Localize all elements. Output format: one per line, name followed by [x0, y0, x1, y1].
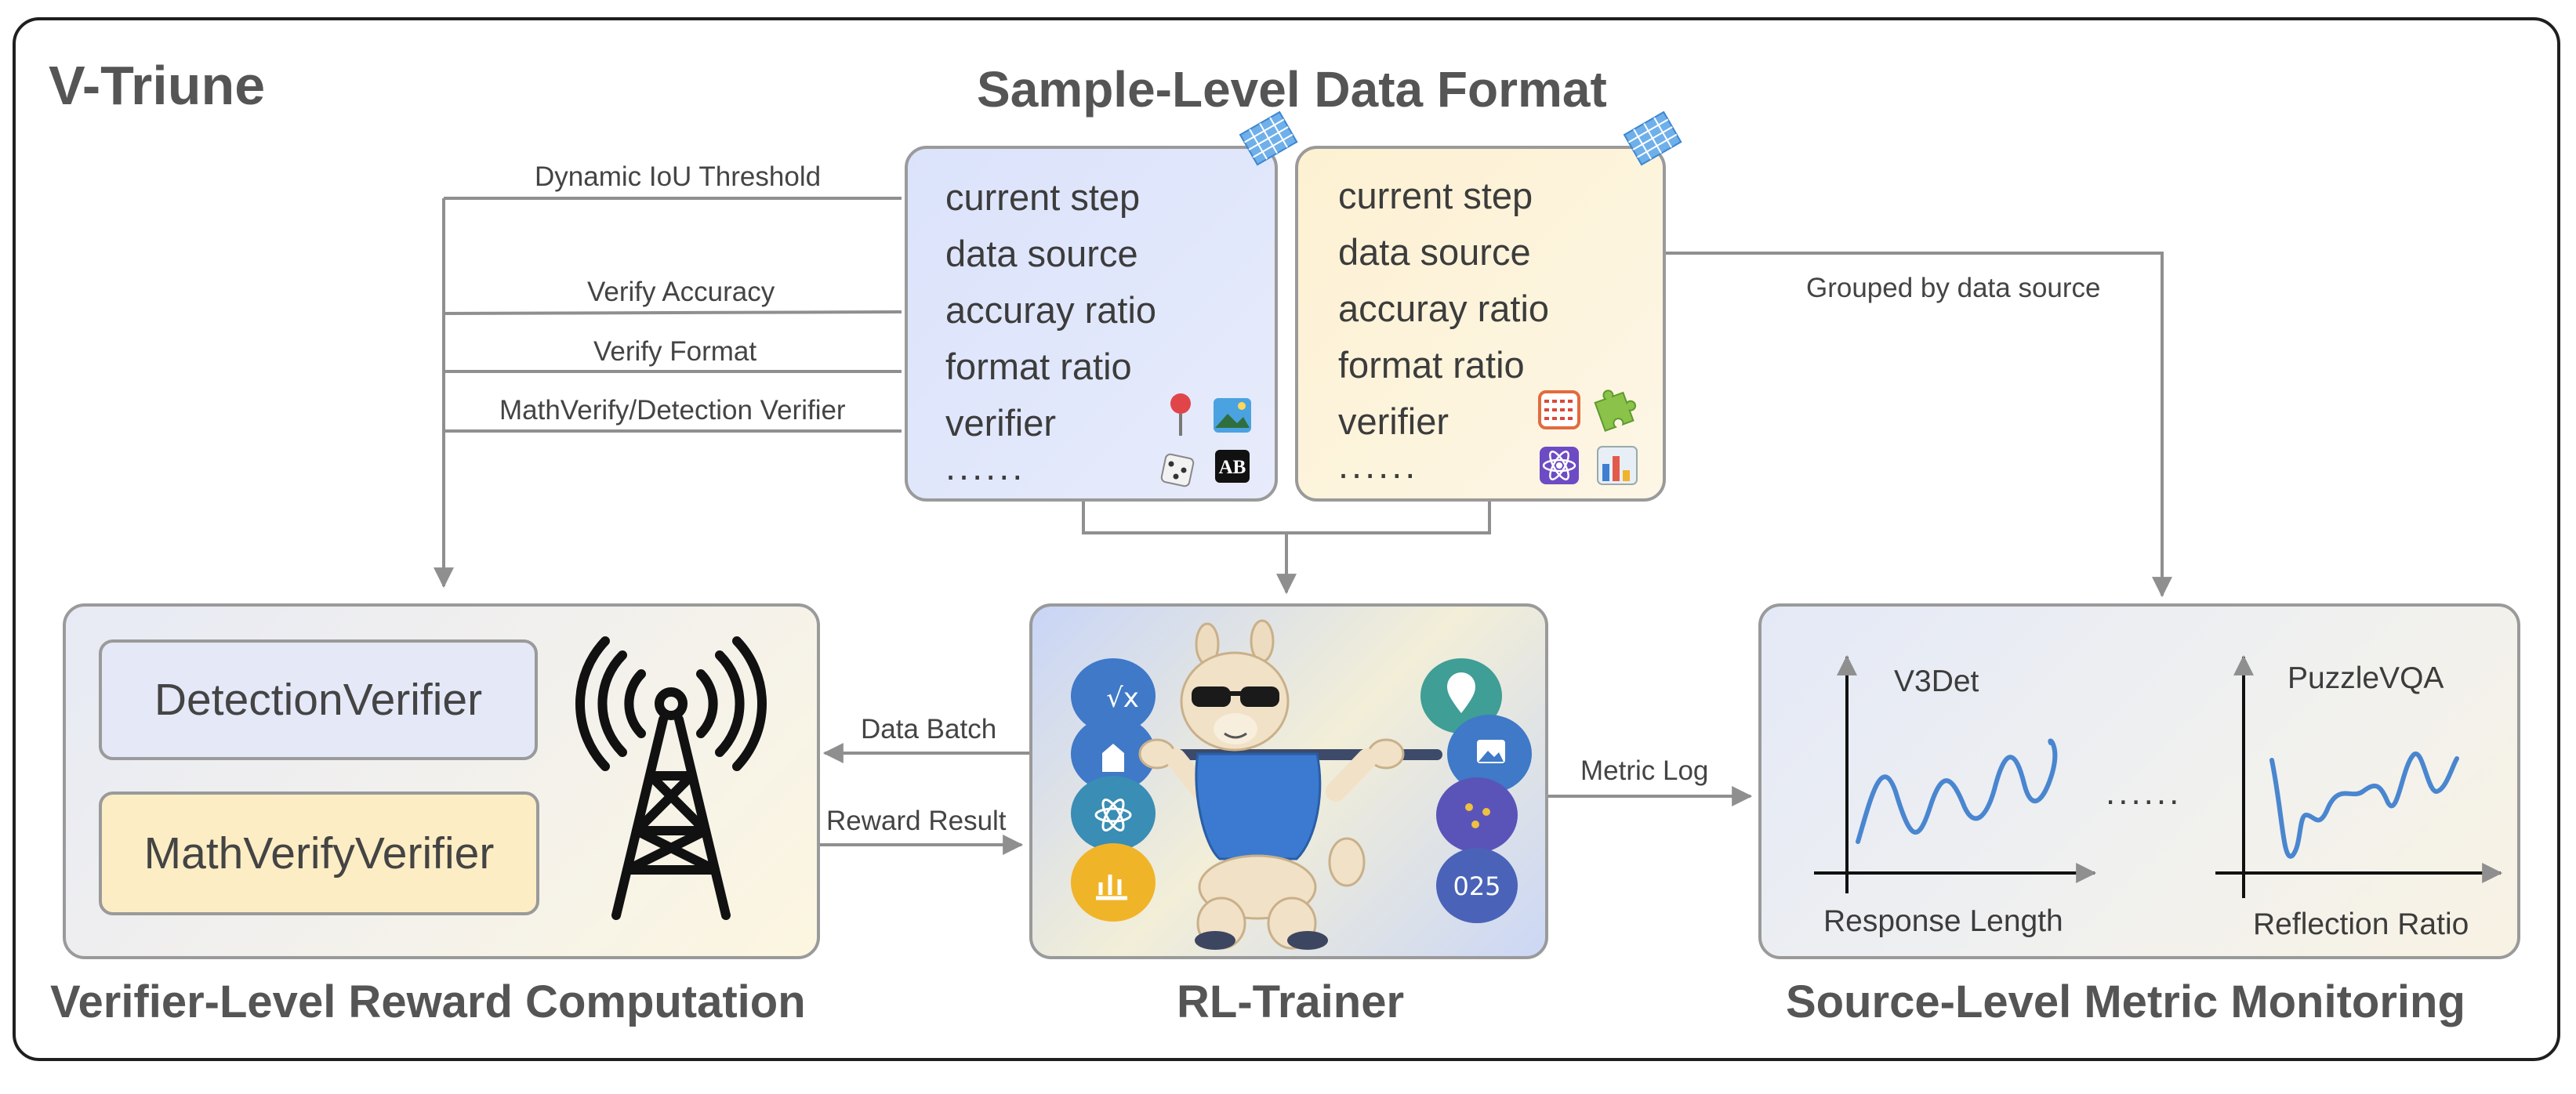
yellow-field-format-ratio: format ratio	[1338, 344, 1525, 386]
landscape-image-icon	[1214, 398, 1251, 433]
sample-heading: Sample-Level Data Format	[977, 61, 1607, 118]
blue-field-data-source: data source	[945, 233, 1138, 274]
yellow-field-accuracy-ratio: accuray ratio	[1338, 288, 1550, 329]
label-mathverify-detection: MathVerify/Detection Verifier	[499, 395, 846, 426]
blue-field-current-step: current step	[945, 176, 1141, 218]
bar-chart-icon	[1597, 446, 1638, 485]
svg-text:AB: AB	[1219, 457, 1246, 478]
left-weight-stack: √x	[1071, 658, 1156, 922]
pin-icon	[1170, 393, 1191, 436]
chart-right-xlabel: Reflection Ratio	[2253, 907, 2469, 941]
chart-right-title: PuzzleVQA	[2288, 661, 2444, 695]
sample-card-blue	[905, 146, 1278, 502]
charts-ellipsis: ......	[2106, 773, 2182, 812]
mathverify-verifier-box: MathVerifyVerifier	[99, 792, 539, 915]
reflection-ratio-curve	[2269, 751, 2459, 859]
ab-text-icon: AB	[1215, 450, 1250, 483]
label-reward-result: Reward Result	[826, 806, 1007, 836]
alpaca-mascot	[1138, 619, 1405, 950]
yellow-field-ellipsis: ......	[1338, 444, 1419, 486]
response-length-curve	[1856, 738, 2058, 844]
label-data-batch: Data Batch	[861, 714, 997, 744]
detection-verifier-box: DetectionVerifier	[99, 639, 538, 760]
blue-field-accuracy-ratio: accuray ratio	[945, 289, 1157, 331]
blue-field-verifier: verifier	[945, 402, 1057, 444]
trainer-heading: RL-Trainer	[1177, 976, 1405, 1027]
edge-verify-accuracy	[443, 310, 902, 315]
chart-left-xlabel: Response Length	[1823, 904, 2063, 938]
atom-icon	[1540, 447, 1579, 484]
puzzle-icon	[1594, 389, 1636, 432]
yellow-field-data-source: data source	[1338, 231, 1531, 273]
monitor-heading: Source-Level Metric Monitoring	[1786, 976, 2465, 1027]
label-dynamic-iou: Dynamic IoU Threshold	[535, 161, 822, 192]
blue-field-format-ratio: format ratio	[945, 346, 1132, 387]
chart-left-title: V3Det	[1894, 665, 1979, 698]
025-plate-label: 025	[1453, 871, 1500, 901]
yellow-field-verifier: verifier	[1338, 400, 1449, 442]
label-metric-log: Metric Log	[1580, 755, 1709, 786]
abacus-icon	[1538, 390, 1580, 429]
label-grouped-by-source: Grouped by data source	[1806, 273, 2101, 303]
right-weight-stack: 025	[1420, 658, 1532, 923]
blue-field-ellipsis: ......	[945, 446, 1026, 487]
label-verify-format: Verify Format	[593, 336, 757, 367]
yellow-field-current-step: current step	[1338, 175, 1533, 216]
outer-frame	[13, 17, 2560, 1061]
sample-card-yellow	[1295, 146, 1666, 502]
sqrt-plate-label: √x	[1106, 683, 1139, 714]
label-verify-accuracy: Verify Accuracy	[587, 277, 775, 307]
dice-icon	[1160, 453, 1195, 487]
diagram-title: V-Triune	[49, 55, 266, 116]
monitoring-panel	[1758, 603, 2520, 959]
verifier-heading: Verifier-Level Reward Computation	[50, 976, 806, 1027]
